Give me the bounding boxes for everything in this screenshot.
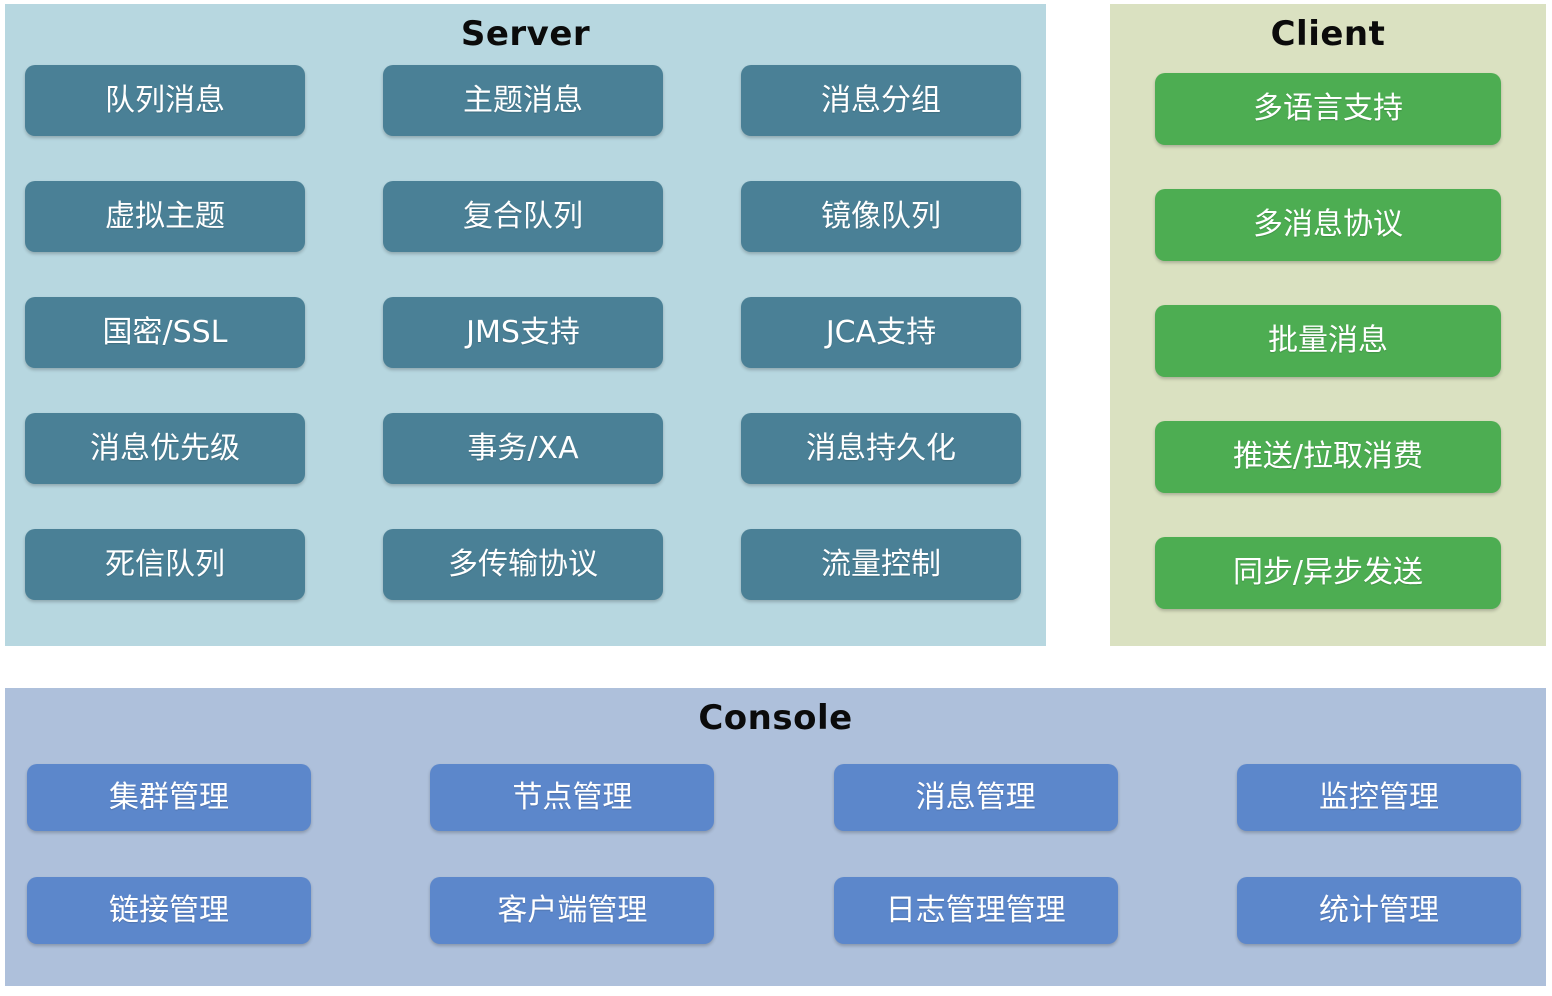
- console-feature-block: 监控管理: [1236, 764, 1521, 832]
- server-feature-block: 消息分组: [741, 65, 1021, 137]
- console-feature-block: 消息管理: [833, 764, 1118, 832]
- server-feature-block: 主题消息: [383, 65, 663, 137]
- console-feature-block: 日志管理管理: [833, 877, 1118, 945]
- server-feature-block: 队列消息: [25, 65, 305, 137]
- server-feature-block: JMS支持: [383, 297, 663, 369]
- client-feature-block: 推送/拉取消费: [1155, 421, 1501, 494]
- console-feature-block: 集群管理: [27, 764, 311, 832]
- server-feature-grid: 队列消息 主题消息 消息分组虚拟主题 复合队列 镜像队列国密/SSL JMS支持 JCA支持…: [5, 65, 1046, 601]
- server-feature-block: 国密/SSL: [25, 297, 305, 369]
- server-feature-block: 多传输协议: [383, 529, 663, 601]
- client-feature-block: 批量消息: [1155, 305, 1501, 378]
- console-feature-grid: 集群管理 节点管理 消息管理 监控管理链接管理 客户端管理 日志管理管理 统计管理: [5, 764, 1546, 945]
- server-feature-block: 消息持久化: [741, 413, 1021, 485]
- console-panel: Console 集群管理 节点管理 消息管理 监控管理链接管理 客户端管理 日志管理管理 统…: [5, 688, 1546, 986]
- console-feature-block: 统计管理: [1236, 877, 1521, 945]
- console-feature-block: 链接管理: [27, 877, 311, 945]
- console-feature-block: 客户端管理: [430, 877, 715, 945]
- server-feature-block: 流量控制: [741, 529, 1021, 601]
- server-panel: Server 队列消息 主题消息 消息分组虚拟主题 复合队列 镜像队列国密/SSL JMS…: [5, 4, 1046, 646]
- server-feature-block: 消息优先级: [25, 413, 305, 485]
- server-feature-block: 虚拟主题: [25, 181, 305, 253]
- server-feature-block: 死信队列: [25, 529, 305, 601]
- client-feature-block: 同步/异步发送: [1155, 537, 1501, 610]
- server-feature-block: JCA支持: [741, 297, 1021, 369]
- server-feature-block: 镜像队列: [741, 181, 1021, 253]
- client-feature-block: 多消息协议: [1155, 189, 1501, 262]
- console-panel-title: Console: [698, 698, 853, 738]
- client-panel: Client 多语言支持多消息协议批量消息推送/拉取消费同步/异步发送: [1110, 4, 1546, 646]
- server-panel-title: Server: [460, 14, 591, 54]
- client-panel-title: Client: [1270, 14, 1386, 54]
- server-feature-block: 复合队列: [383, 181, 663, 253]
- server-feature-block: 事务/XA: [383, 413, 663, 485]
- client-feature-grid: 多语言支持多消息协议批量消息推送/拉取消费同步/异步发送: [1110, 73, 1546, 610]
- console-feature-block: 节点管理: [430, 764, 715, 832]
- client-feature-block: 多语言支持: [1155, 73, 1501, 146]
